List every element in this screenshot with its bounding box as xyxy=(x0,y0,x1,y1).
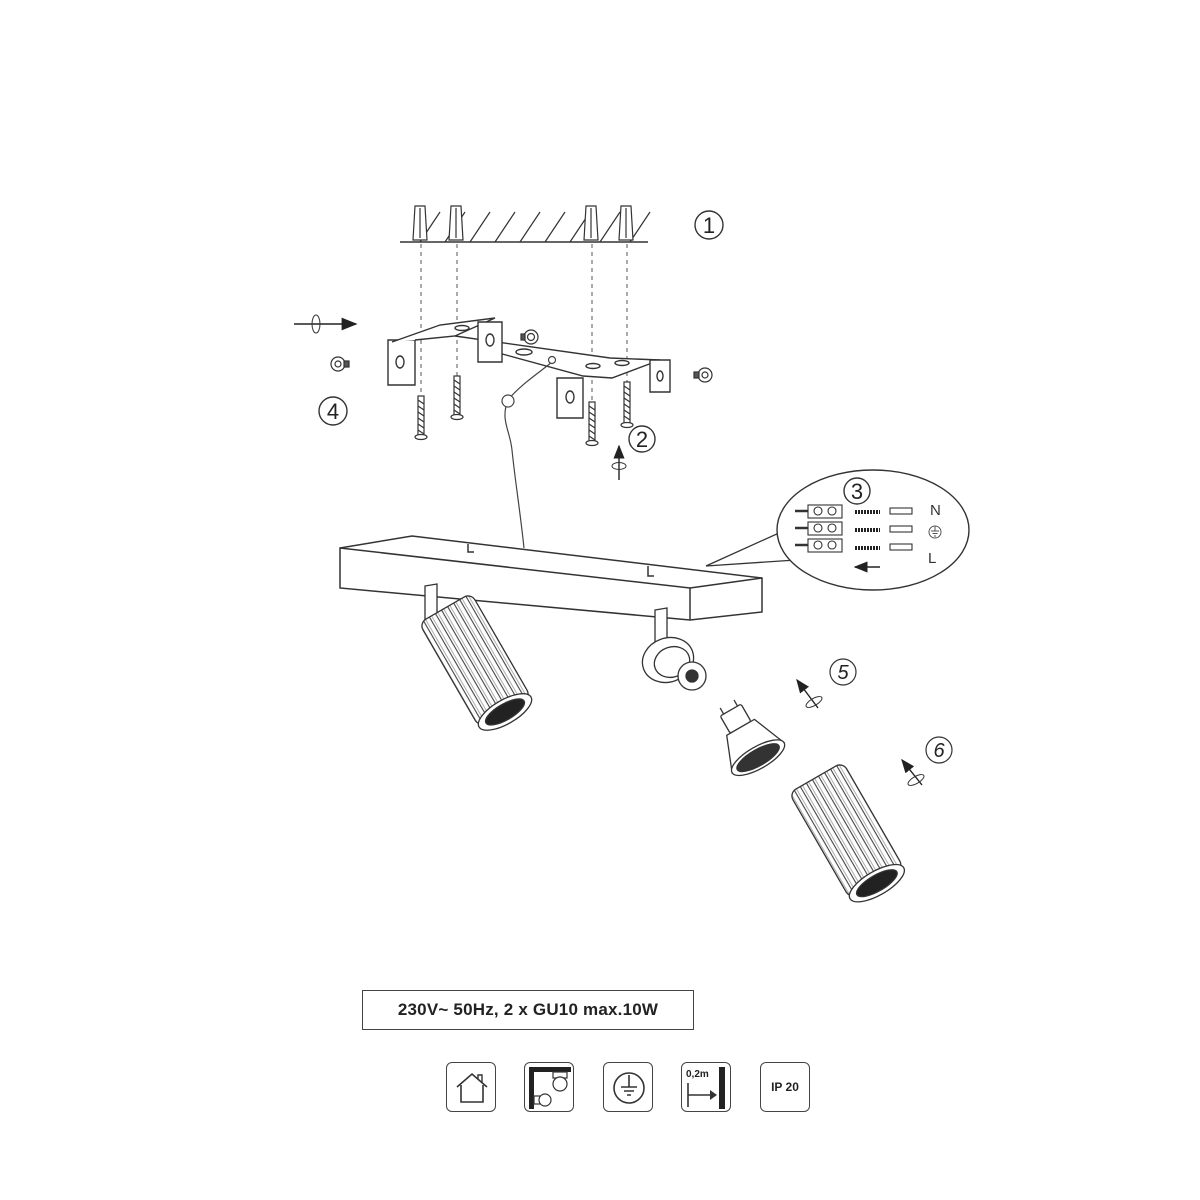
earth-screw xyxy=(520,329,539,345)
svg-text:5: 5 xyxy=(837,662,849,684)
step-3-marker: 3 xyxy=(843,477,871,505)
earth-symbol xyxy=(928,525,942,539)
svg-text:4: 4 xyxy=(327,399,339,424)
canopy-bar xyxy=(339,535,763,621)
svg-text:2: 2 xyxy=(636,427,648,452)
ip-rating-icon: IP 20 xyxy=(760,1062,810,1112)
spec-text: 230V~ 50Hz, 2 x GU10 max.10W xyxy=(397,1000,659,1019)
step-6-marker: 6 xyxy=(901,736,953,786)
side-screw xyxy=(330,356,713,383)
ip-label: IP 20 xyxy=(771,1080,799,1094)
svg-text:1: 1 xyxy=(703,213,715,238)
spotlight-shade xyxy=(791,764,906,903)
earth-ground-icon xyxy=(603,1062,653,1112)
terminal-block xyxy=(795,504,843,553)
mounting-bracket xyxy=(387,317,671,419)
distance-icon: 0,2m xyxy=(681,1062,731,1112)
ceiling xyxy=(400,211,651,243)
spotlight-icon xyxy=(524,1062,574,1112)
guide-lines xyxy=(420,244,628,404)
svg-text:6: 6 xyxy=(933,740,945,762)
step-1-marker: 1 xyxy=(694,210,724,240)
svg-text:3: 3 xyxy=(851,479,863,504)
power-cable xyxy=(501,355,557,549)
gu10-bulb xyxy=(719,699,786,777)
step-4-marker: 4 xyxy=(294,314,358,426)
svg-text:L: L xyxy=(928,550,936,567)
step-5-marker: 5 xyxy=(796,658,857,709)
svg-text:N: N xyxy=(930,502,941,519)
spotlight-socket xyxy=(641,607,707,691)
spec-box: 230V~ 50Hz, 2 x GU10 max.10W xyxy=(362,990,694,1030)
spotlight-assembled xyxy=(421,583,533,731)
wall-plug xyxy=(412,205,634,241)
wires xyxy=(853,507,913,573)
distance-label: 0,2m xyxy=(686,1069,709,1080)
step-2-marker: 2 xyxy=(611,425,656,480)
wire-labels: N L xyxy=(928,502,942,567)
house-icon xyxy=(446,1062,496,1112)
mounting-screw xyxy=(414,375,634,447)
